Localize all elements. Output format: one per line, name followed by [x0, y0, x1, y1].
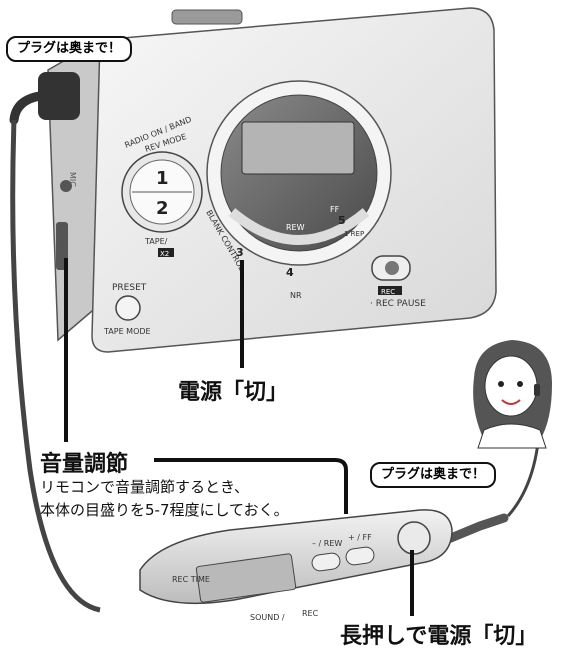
- woman-earphone: [534, 384, 540, 396]
- preset-button[interactable]: [115, 295, 141, 321]
- woman-face: [484, 355, 538, 417]
- mic-label: MIC: [68, 172, 77, 187]
- preset-label: PRESET: [112, 283, 147, 293]
- volume-note-line-1: リモコンで音量調節するとき、: [40, 478, 249, 496]
- power-off-label: 電源「切」: [178, 380, 289, 405]
- key-5[interactable]: 5: [338, 214, 346, 227]
- woman-smile: [501, 399, 521, 405]
- ff-label: FF: [330, 205, 340, 214]
- key-arc: [228, 208, 370, 245]
- remote-control: REC TIME – / REW + / FF SOUND / REC: [139, 509, 453, 622]
- long-press-power-off-label: 長押しで電源「切」: [340, 624, 538, 649]
- vol-label: VOL: [54, 234, 63, 251]
- tape-label: TAPE/: [144, 237, 168, 246]
- rec-badge: [378, 286, 402, 295]
- woman-eye-right: [517, 381, 523, 387]
- remote-sound-label: SOUND /: [250, 613, 285, 622]
- rew-label: REW: [286, 223, 305, 232]
- plug-callout-top-text: プラグは奥まで！: [17, 41, 122, 56]
- x2-badge: [158, 248, 174, 257]
- volume-title-leader: [154, 458, 348, 514]
- cassette-player: MIC VOL REW FF 1 2 RADIO ON / BAND REV M…: [9, 7, 497, 353]
- remote-plug: [441, 513, 509, 545]
- rep-label: 1 REP: [344, 230, 364, 238]
- remote-lcd: [195, 553, 297, 603]
- mic-jack[interactable]: [60, 180, 72, 192]
- woman-illustration: [473, 340, 552, 449]
- volume-note-line-2: 本体の目盛りを5-7程度にしておく。: [40, 501, 289, 519]
- plug-callout-top: プラグは奥まで！: [6, 36, 133, 62]
- plug-cable-bend: [9, 91, 45, 125]
- volume-title: 音量調節: [40, 452, 129, 477]
- remote-play-stop-button[interactable]: [397, 521, 431, 555]
- remote-ff-label: + / FF: [348, 533, 372, 542]
- rec-pause-label: · REC PAUSE: [370, 299, 426, 309]
- top-button[interactable]: [171, 9, 243, 25]
- plug-callout-right-text: プラグは奥まで！: [381, 467, 486, 482]
- rec-time-label: REC TIME: [172, 575, 210, 584]
- woman-shoulders: [477, 423, 547, 449]
- remote-rew-button[interactable]: [311, 552, 341, 572]
- button-1[interactable]: 1: [156, 168, 169, 189]
- woman-eye-left: [498, 381, 504, 387]
- remote-rew-label: – / REW: [312, 539, 342, 548]
- key-3[interactable]: 3: [236, 246, 244, 259]
- remote-rec-label: REC: [302, 609, 319, 618]
- key-4[interactable]: 4: [286, 266, 294, 279]
- x2-label: X2: [160, 250, 169, 258]
- headphone-cable: [10, 119, 101, 613]
- remote-ff-button[interactable]: [345, 546, 375, 566]
- nr-label: NR: [290, 291, 302, 300]
- tape-mode-label: TAPE MODE: [103, 327, 151, 336]
- rec-switch-knob: [385, 261, 399, 275]
- headphone-plug: [38, 72, 80, 120]
- button-2[interactable]: 2: [156, 198, 169, 219]
- leader-lines: [64, 258, 414, 616]
- plug-callout-right: プラグは奥まで！: [370, 462, 497, 488]
- lcd-display: [241, 121, 355, 175]
- rec-label: REC: [381, 288, 395, 296]
